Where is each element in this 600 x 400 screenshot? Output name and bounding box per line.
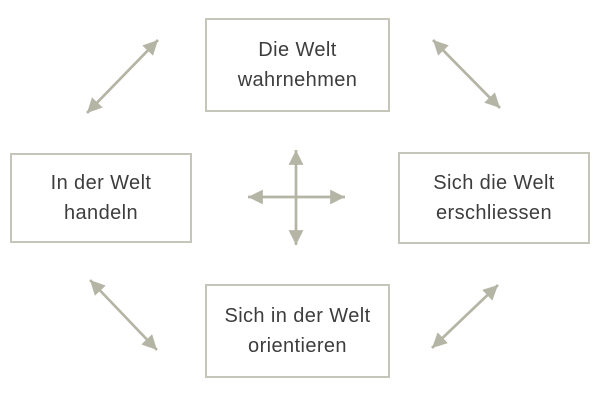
box-label-line: orientieren [248,335,347,357]
box-label-line: handeln [64,202,138,224]
box-label-line: In der Welt [50,172,152,194]
box-die-welt-wahrnehmen: Die Welt wahrnehmen [205,18,390,112]
box-label: Sich in der Welt orientieren [224,301,370,361]
box-label: Die Welt wahrnehmen [238,35,358,95]
box-in-der-welt-handeln: In der Welt handeln [10,153,192,243]
box-label-line: Die Welt [258,39,337,61]
box-label: Sich die Welt erschliessen [433,168,555,228]
box-label-line: wahrnehmen [237,69,358,91]
diagonal-arrow-bottom-left-icon [89,279,158,351]
diagonal-arrow-bottom-right-icon [431,284,499,349]
diagonal-arrow-top-right-icon [432,39,501,109]
box-sich-die-welt-erschliessen: Sich die Welt erschliessen [398,152,590,244]
box-label: In der Welt handeln [51,168,152,228]
diagonal-arrow-top-left-icon [86,39,159,114]
box-label-line: Sich in der Welt [224,305,371,327]
box-label-line: erschliessen [436,202,552,224]
box-sich-in-der-welt-orientieren: Sich in der Welt orientieren [205,284,390,378]
box-label-line: Sich die Welt [433,172,555,194]
four-way-arrow-icon [248,150,345,245]
